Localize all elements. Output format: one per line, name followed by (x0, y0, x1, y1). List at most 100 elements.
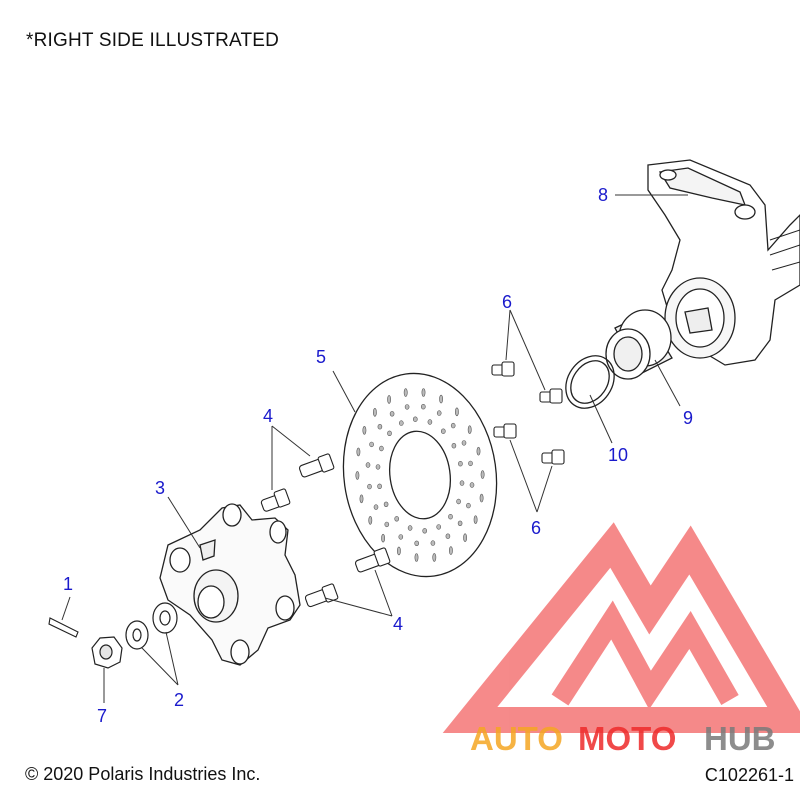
brake-disc (342, 372, 498, 578)
stud-4-d (304, 583, 339, 608)
castle-nut (91, 636, 123, 669)
disc-hole (377, 424, 383, 430)
callout-5: 5 (316, 347, 326, 367)
disc-hole (383, 501, 389, 507)
disc-hole (365, 462, 371, 468)
disc-hole (369, 441, 374, 448)
disc-hole (439, 394, 444, 404)
disc-hole (430, 540, 436, 546)
callout-7: 7 (97, 706, 107, 726)
washers (125, 602, 178, 650)
disc-hole (355, 471, 360, 480)
callout-4-top: 4 (263, 406, 273, 426)
disc-hole (398, 534, 404, 540)
callout-8: 8 (598, 185, 608, 205)
disc-hole (457, 520, 463, 526)
disc-hole (468, 460, 473, 467)
disc-hole (387, 395, 392, 404)
illustration-note: *RIGHT SIDE ILLUSTRATED (26, 30, 280, 51)
disc-hole (458, 461, 463, 467)
disc-hole (398, 420, 404, 426)
watermark-auto: AUTO (470, 720, 563, 757)
disc-hole (422, 528, 428, 534)
disc-hole (448, 546, 453, 555)
disc-hole (463, 533, 468, 543)
watermark-moto: MOTO (578, 720, 676, 757)
bolt-6-a (491, 361, 515, 377)
disc-hole (356, 447, 361, 457)
copyright-text: © 2020 Polaris Industries Inc. (25, 764, 261, 784)
disc-hole (476, 446, 481, 456)
disc-hole (467, 425, 472, 435)
disc-hole (440, 428, 446, 434)
disc-hole (456, 498, 461, 505)
watermark-logo (442, 522, 800, 733)
disc-bolts (491, 361, 565, 465)
disc-hole (459, 480, 465, 486)
watermark-hub: HUB (704, 720, 776, 757)
callout-6-top: 6 (502, 292, 512, 312)
disc-hole (396, 546, 401, 556)
disc-hole (407, 525, 413, 531)
disc-hole (479, 493, 484, 503)
callout-10: 10 (608, 445, 628, 465)
disc-hole (359, 494, 364, 504)
disc-hole (362, 425, 367, 435)
disc-hole (480, 470, 485, 479)
disc-hole (461, 440, 467, 446)
leader-lines (61, 194, 688, 703)
disc-hole (427, 419, 433, 425)
disc-hole (432, 553, 437, 562)
callout-1: 1 (63, 574, 73, 594)
disc-hole (414, 553, 419, 562)
disc-hole (384, 521, 390, 528)
callout-6-bottom: 6 (531, 518, 541, 538)
disc-holes (355, 388, 485, 562)
disc-hole (375, 464, 381, 470)
wheel-hub (159, 503, 301, 666)
wheel-bearing (605, 309, 673, 380)
watermark-text: AUTO MOTO HUB (470, 720, 776, 757)
disc-hole (454, 407, 459, 417)
bolt-6-d (541, 449, 565, 465)
disc-hole (404, 404, 410, 410)
disc-hole (466, 502, 471, 509)
disc-hole (445, 533, 451, 539)
callout-4-bottom: 4 (393, 614, 403, 634)
disc-hole (389, 411, 395, 417)
disc-hole (372, 407, 377, 417)
disc-hole (436, 410, 442, 416)
disc-hole (448, 513, 453, 520)
disc-hole (421, 388, 426, 397)
disc-hole (379, 445, 384, 452)
steering-knuckle (647, 159, 800, 366)
disc-hole (367, 483, 372, 490)
cotter-pin (48, 617, 79, 638)
stud-4-a (298, 453, 335, 478)
disc-hole (473, 515, 478, 525)
disc-hole (469, 482, 475, 488)
disc-hole (436, 524, 442, 530)
callout-9: 9 (683, 408, 693, 428)
disc-hole (450, 422, 456, 429)
snap-ring (565, 355, 615, 409)
callout-3: 3 (155, 478, 165, 498)
stud-4-b (260, 488, 291, 512)
disc-hole (394, 516, 400, 522)
bolt-6-c (493, 423, 517, 439)
disc-hole (377, 483, 382, 489)
disc-hole (414, 540, 420, 546)
bolt-6-b (539, 388, 563, 404)
callout-2: 2 (174, 690, 184, 710)
stud-4-c (354, 547, 391, 573)
callouts: 8 9 10 5 6 6 4 4 3 1 7 2 (63, 185, 693, 726)
disc-hole (368, 515, 373, 525)
disc-hole (403, 388, 408, 397)
disc-hole (420, 404, 426, 410)
disc-hole (373, 504, 379, 510)
disc-hole (451, 443, 457, 449)
disc-hole (381, 533, 386, 543)
disc-hole (412, 416, 418, 422)
